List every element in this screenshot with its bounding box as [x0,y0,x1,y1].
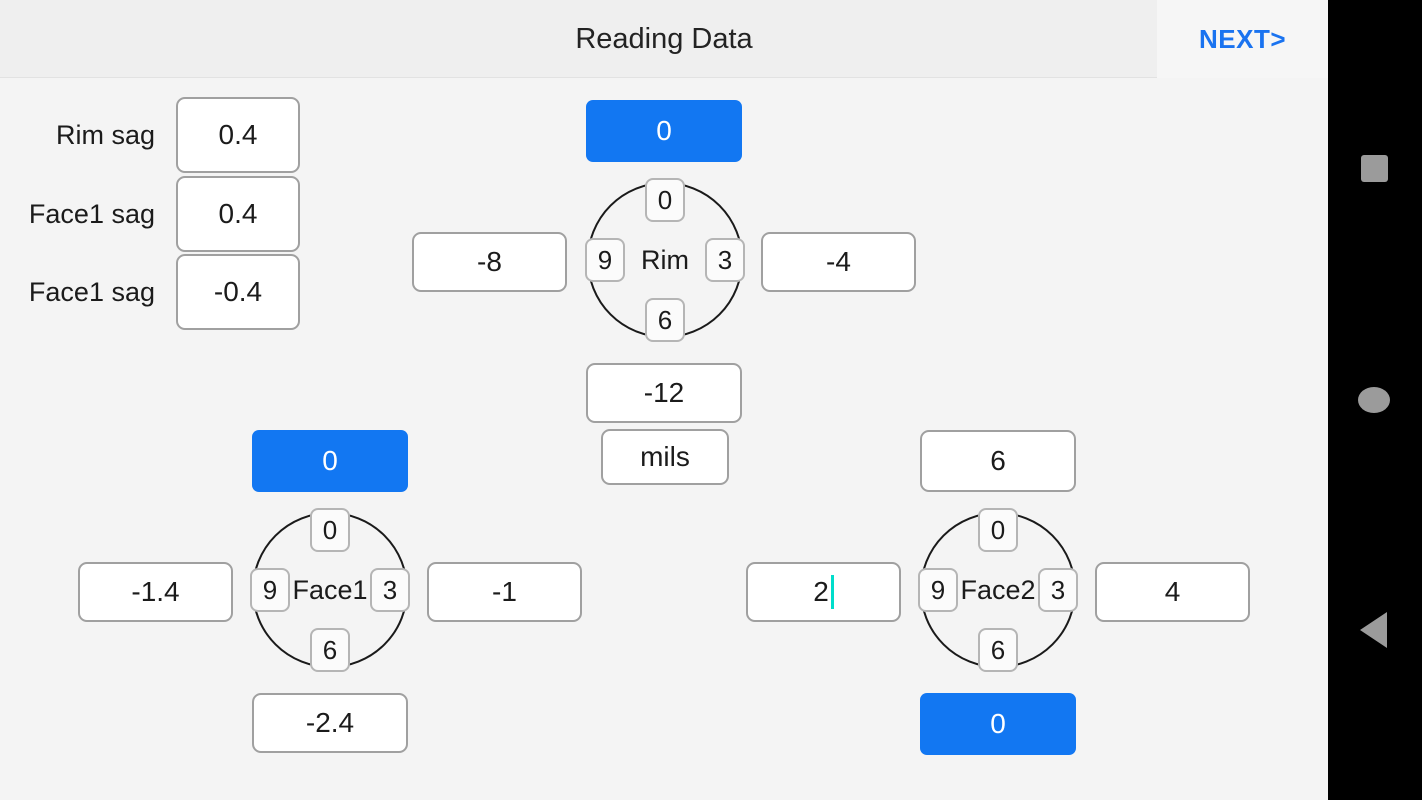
sag-label-1: Face1 sag [28,199,155,229]
face2-left-text: 2 [813,576,829,607]
face1-bottom-value[interactable]: -2.4 [252,693,408,753]
rim-clock-9-node[interactable]: 9 [585,238,625,282]
sag-input-0[interactable]: 0.4 [176,97,300,173]
face2-clock-9-node[interactable]: 9 [918,568,958,612]
app-header: Reading Data NEXT> [0,0,1328,78]
sag-input-2[interactable]: -0.4 [176,254,300,330]
sag-label-2: Face1 sag [28,277,155,307]
rim-top-value[interactable]: 0 [586,100,742,162]
text-caret [830,575,834,609]
android-navigation-bar [1328,0,1422,800]
rim-dial-label: Rim [641,245,689,275]
face1-top-value[interactable]: 0 [252,430,408,492]
rim-dial[interactable]: Rim 0 3 6 9 [585,178,745,342]
face1-clock-9-node[interactable]: 9 [250,568,290,612]
triangle-back-icon[interactable] [1360,612,1387,648]
rim-clock-6-node[interactable]: 6 [645,298,685,342]
sag-label-0: Rim sag [55,120,155,150]
rim-left-value[interactable]: -8 [412,232,567,292]
units-field[interactable]: mils [601,429,729,485]
face1-left-value[interactable]: -1.4 [78,562,233,622]
rim-clock-3-node[interactable]: 3 [705,238,745,282]
circle-home-icon[interactable] [1358,387,1390,413]
face2-right-value[interactable]: 4 [1095,562,1250,622]
sag-input-1[interactable]: 0.4 [176,176,300,252]
face2-left-value[interactable]: 2 [746,562,901,622]
face2-clock-3-node[interactable]: 3 [1038,568,1078,612]
square-recents-icon[interactable] [1361,155,1388,182]
next-button[interactable]: NEXT> [1157,0,1328,78]
face2-top-value[interactable]: 6 [920,430,1076,492]
face2-dial[interactable]: Face2 0 3 6 9 [918,508,1078,672]
face2-clock-0-node[interactable]: 0 [978,508,1018,552]
face1-clock-3-node[interactable]: 3 [370,568,410,612]
page-title: Reading Data [575,23,753,55]
rim-bottom-value[interactable]: -12 [586,363,742,423]
face1-right-value[interactable]: -1 [427,562,582,622]
app-screen: Reading Data NEXT> Rim sag 0.4 Face1 sag… [0,0,1328,800]
face1-clock-6-node[interactable]: 6 [310,628,350,672]
rim-right-value[interactable]: -4 [761,232,916,292]
face2-dial-label: Face2 [960,575,1036,605]
face1-clock-0-node[interactable]: 0 [310,508,350,552]
face1-dial-label: Face1 [292,575,368,605]
face2-clock-6-node[interactable]: 6 [978,628,1018,672]
face1-dial[interactable]: Face1 0 3 6 9 [250,508,410,672]
rim-clock-0-node[interactable]: 0 [645,178,685,222]
face2-bottom-value[interactable]: 0 [920,693,1076,755]
